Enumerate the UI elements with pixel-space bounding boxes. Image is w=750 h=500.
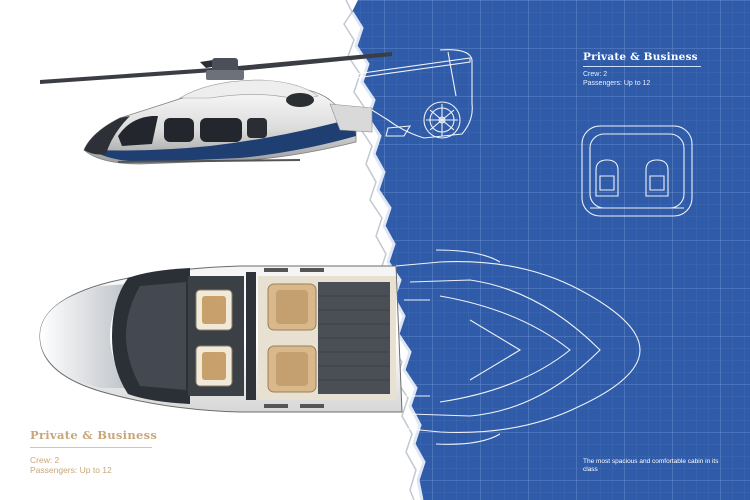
side-view-helicopter <box>40 52 392 165</box>
blueprint-cabin-section <box>581 125 693 217</box>
blueprint-tail-drawing <box>355 49 473 139</box>
render-passengers: Passengers: Up to 12 <box>30 465 112 475</box>
top-view-helicopter <box>39 265 403 413</box>
blueprint-title: Private & Business <box>583 51 698 63</box>
blueprint-passengers: Passengers: Up to 12 <box>583 80 651 87</box>
blueprint-description: The most spacious and comfortable cabin … <box>583 458 719 473</box>
blueprint-divider <box>583 66 701 67</box>
blueprint-crew: Crew: 2 <box>583 71 608 78</box>
render-title: Private & Business <box>30 428 158 442</box>
blueprint-panel <box>343 0 750 500</box>
render-divider <box>30 447 152 448</box>
blueprint-top-drawing <box>395 249 641 445</box>
render-crew: Crew: 2 <box>30 455 60 465</box>
